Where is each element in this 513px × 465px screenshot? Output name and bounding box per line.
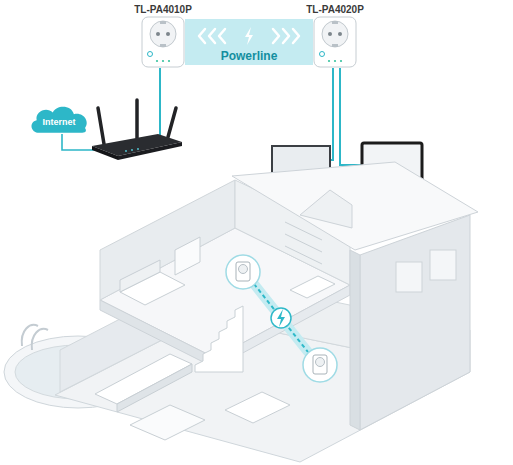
router-icon bbox=[98, 108, 104, 144]
house bbox=[396, 262, 422, 292]
arrow-chevron bbox=[199, 29, 205, 43]
router-icon bbox=[92, 146, 118, 160]
house bbox=[285, 246, 322, 264]
house-powerline-link bbox=[254, 284, 308, 352]
house-adapter bbox=[226, 255, 337, 382]
arrow-chevron bbox=[273, 29, 279, 43]
pool bbox=[22, 325, 48, 350]
adapter-body bbox=[314, 17, 356, 67]
internet-cloud: Internet bbox=[28, 104, 90, 134]
powerline-link bbox=[185, 27, 313, 45]
adapter-cable bbox=[340, 68, 362, 165]
adapter-body bbox=[142, 17, 184, 67]
router-icon bbox=[137, 148, 139, 150]
router-icon bbox=[135, 100, 139, 138]
house bbox=[120, 260, 160, 292]
house-adapter bbox=[239, 265, 248, 274]
lightning-symbol bbox=[245, 27, 253, 45]
adapter-body bbox=[332, 44, 338, 47]
house-adapter bbox=[313, 355, 327, 374]
model-label: TL-PA4020P bbox=[306, 3, 364, 16]
house bbox=[350, 250, 360, 430]
model-label: TL-PA4010P bbox=[134, 3, 192, 16]
adapter-body bbox=[162, 60, 164, 62]
arrow-chevron bbox=[219, 29, 225, 43]
arrow-chevron bbox=[283, 29, 289, 43]
house-powerline-link bbox=[271, 308, 291, 328]
adapter-body bbox=[160, 44, 166, 47]
arrow-chevron bbox=[209, 29, 215, 43]
house bbox=[285, 234, 322, 252]
adapter-body bbox=[332, 21, 338, 24]
adapter-body bbox=[340, 60, 342, 62]
powerline-adapter: TL-PA4020P bbox=[306, 3, 364, 68]
house bbox=[232, 162, 478, 250]
adapter-cable bbox=[159, 68, 161, 137]
adapter-body bbox=[156, 60, 158, 62]
house bbox=[300, 190, 352, 228]
router-icon bbox=[125, 150, 127, 152]
adapter-body bbox=[320, 52, 325, 57]
adapter-body bbox=[148, 52, 153, 57]
house bbox=[117, 364, 192, 412]
adapter-body bbox=[150, 21, 176, 47]
adapter-body bbox=[334, 60, 336, 62]
house bbox=[225, 392, 290, 423]
house-adapter bbox=[236, 262, 250, 281]
adapter-body bbox=[338, 32, 342, 36]
router-icon bbox=[168, 108, 176, 137]
house-powerline-link bbox=[254, 284, 308, 352]
adapter-body bbox=[141, 16, 185, 68]
adapter-body bbox=[160, 21, 166, 24]
house-powerline-link bbox=[254, 284, 308, 352]
house bbox=[360, 215, 470, 430]
house bbox=[290, 276, 335, 298]
house bbox=[175, 237, 200, 275]
house-powerline-link bbox=[277, 309, 285, 327]
powerline-adapter: TL-PA4010P bbox=[134, 3, 192, 68]
arrow-chevron bbox=[293, 29, 299, 43]
internet-cable bbox=[62, 134, 96, 150]
adapter-body bbox=[166, 32, 170, 36]
router-icon bbox=[118, 142, 182, 160]
adapter-body bbox=[313, 16, 357, 68]
node-label: Internet bbox=[28, 116, 90, 128]
adapter-body bbox=[328, 32, 332, 36]
house-adapter bbox=[316, 358, 325, 367]
link-label: Powerline bbox=[218, 49, 281, 63]
adapter-cable bbox=[160, 68, 362, 165]
adapter-body bbox=[156, 32, 160, 36]
house bbox=[130, 405, 205, 440]
adapter-body bbox=[168, 60, 170, 62]
powerline-band bbox=[185, 19, 313, 65]
house bbox=[55, 162, 478, 462]
router-icon bbox=[131, 149, 133, 151]
house-adapter bbox=[226, 255, 260, 289]
internet-cable bbox=[62, 134, 96, 150]
adapter-body bbox=[322, 21, 348, 47]
house-adapter bbox=[303, 348, 337, 382]
router-icon bbox=[92, 100, 182, 160]
house bbox=[430, 250, 456, 280]
adapter-body bbox=[328, 60, 330, 62]
house bbox=[195, 306, 243, 372]
house bbox=[100, 300, 215, 368]
